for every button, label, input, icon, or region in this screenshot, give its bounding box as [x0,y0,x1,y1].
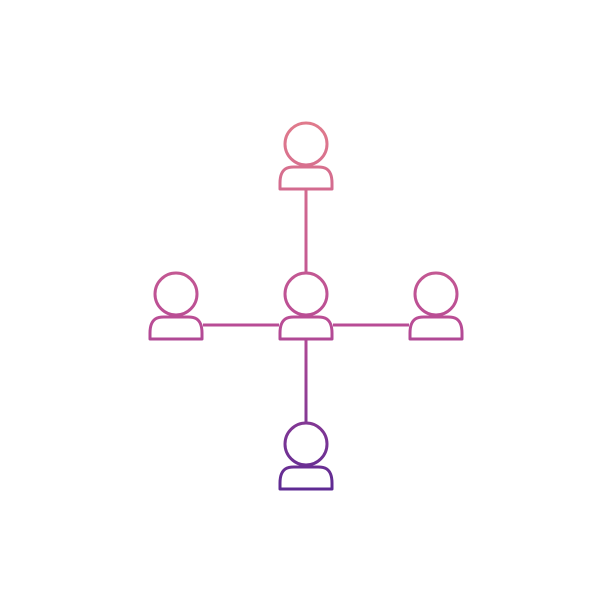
person-shoulders [278,165,334,191]
person-icon-center [278,271,334,341]
person-icon-left [148,271,204,341]
connector-lines [203,189,409,422]
person-head [283,121,329,167]
person-head [283,271,329,317]
person-shoulders [408,315,464,341]
person-icon-right [408,271,464,341]
person-icon-bottom [278,421,334,491]
person-head [413,271,459,317]
person-head [153,271,199,317]
person-shoulders [148,315,204,341]
person-icon-top [278,121,334,191]
person-shoulders [278,315,334,341]
person-shoulders [278,465,334,491]
person-head [283,421,329,467]
person-nodes [148,121,464,491]
